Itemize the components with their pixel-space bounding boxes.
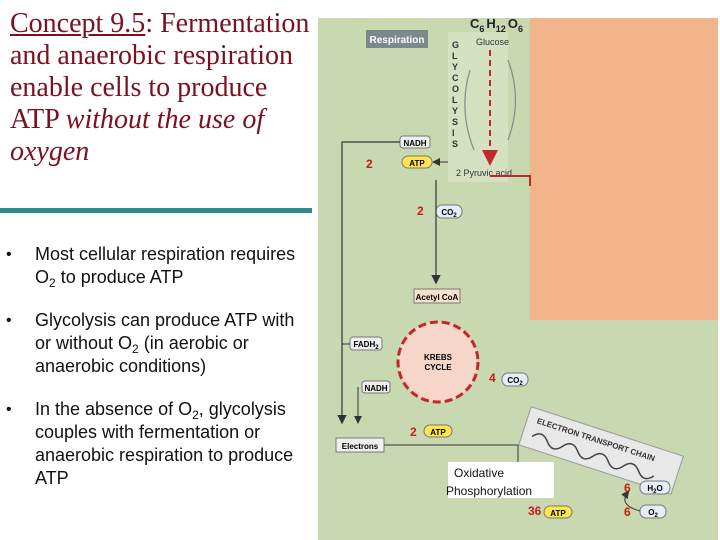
fadh2-label: FADH2: [353, 340, 379, 351]
etc-band: [518, 406, 684, 495]
water-badge: [639, 480, 671, 495]
svg-text:S: S: [452, 117, 458, 127]
etc-electron-path: [531, 433, 655, 480]
glycolysis-curve-left: [464, 69, 475, 151]
nadh-bottom-label: NADH: [364, 384, 387, 393]
bullet-text-end: (in aerobic or anaerobic conditions): [35, 333, 249, 376]
atp-etc-count: 36: [528, 504, 542, 518]
acetyl-coa-label: Acetyl CoA: [416, 293, 459, 302]
krebs-label-1: KREBS: [424, 353, 453, 362]
bullet-list: • Most cellular respiration requires O2 …: [6, 243, 306, 510]
title-main: Fermentation and anaerobic respiration e…: [10, 8, 310, 135]
oxidative-label-bg: [448, 462, 554, 498]
bullet-text: Glycolysis can produce ATP with or witho…: [35, 310, 295, 353]
glucose-label: Glucose: [476, 37, 509, 47]
title-without: without: [65, 104, 150, 135]
bullet-item: • Most cellular respiration requires O2 …: [6, 243, 306, 289]
bullet-subscript: 2: [49, 276, 56, 290]
svg-text:S: S: [452, 139, 458, 149]
bullet-text: Most cellular respiration requires O: [35, 244, 296, 287]
atp-krebs-label: ATP: [430, 428, 446, 437]
co2-count-1: 2: [417, 204, 424, 218]
bullet-subscript: 2: [192, 408, 199, 422]
glycolysis-vertical-label: G L Y C O L Y S I S: [452, 40, 459, 149]
bullet-text-end: to produce ATP: [55, 267, 184, 287]
svg-text:O: O: [452, 84, 459, 94]
bullet-text-end: , glycolysis couples with fermentation o…: [35, 399, 294, 488]
oxidative-label-2: Phosphorylation: [446, 484, 532, 498]
respiration-tab: [366, 30, 428, 48]
svg-text:Y: Y: [452, 106, 458, 116]
glycolysis-zone: [448, 32, 508, 182]
title-divider: [0, 208, 312, 213]
co2-badge-2: [501, 372, 529, 387]
oxygen-label: O2: [648, 508, 658, 519]
bullet-subscript: 2: [132, 342, 139, 356]
oxygen-count: 6: [624, 505, 631, 519]
co2-count-2: 4: [489, 371, 496, 385]
nadh-top-label: NADH: [403, 139, 426, 148]
bullet-marker: •: [6, 401, 12, 418]
title-colon: :: [145, 8, 154, 39]
svg-text:L: L: [452, 95, 458, 105]
bullet-marker: •: [6, 246, 12, 263]
atp-glycolysis-label: ATP: [409, 159, 425, 168]
glycolysis-curve-right: [507, 59, 517, 141]
oxygen-badge: [639, 504, 667, 519]
bullet-text: In the absence of O: [35, 399, 193, 419]
bullet-item: • In the absence of O2, glycolysis coupl…: [6, 398, 306, 490]
mitochondrion-region: [530, 18, 718, 320]
krebs-cycle-circle: [396, 320, 480, 404]
concept-number: Concept 9.5: [10, 8, 146, 39]
svg-text:C: C: [452, 73, 459, 83]
atp-krebs-badge: [423, 424, 453, 438]
slide-title: Concept 9.5: Fermentation and anaerobic …: [10, 8, 310, 168]
nadh-to-electrons-arrow: [337, 141, 400, 425]
svg-text:L: L: [452, 51, 458, 61]
krebs-label-2: CYCLE: [424, 363, 452, 372]
electrons-label: Electrons: [342, 442, 379, 451]
co2-label-1: CO2: [441, 208, 457, 219]
water-count: 6: [624, 481, 631, 495]
respiration-tab-label: Respiration: [369, 35, 424, 46]
oxidative-label-1: Oxidative: [454, 466, 504, 480]
co2-label-2: CO2: [507, 376, 523, 387]
svg-text:G: G: [452, 40, 459, 50]
svg-text:Y: Y: [452, 62, 458, 72]
atp-etc-label: ATP: [550, 509, 566, 518]
atp-etc-badge: [543, 505, 573, 519]
bullet-item: • Glycolysis can produce ATP with or wit…: [6, 309, 306, 378]
pyruvic-acid-label: 2 Pyruvic acid: [456, 168, 512, 178]
acetyl-coa-box: [413, 288, 461, 304]
atp-krebs-count: 2: [410, 425, 417, 439]
water-label: H2O: [647, 484, 662, 495]
atp-glycolysis-count: 2: [366, 157, 373, 171]
title-end: the use of oxygen: [10, 104, 265, 167]
bullet-marker: •: [6, 312, 12, 329]
nadh-bottom-box: [361, 380, 391, 394]
pyruvic-red-link: [490, 175, 531, 186]
svg-text:I: I: [452, 128, 455, 138]
oxygen-to-water-arrow: [621, 490, 641, 512]
